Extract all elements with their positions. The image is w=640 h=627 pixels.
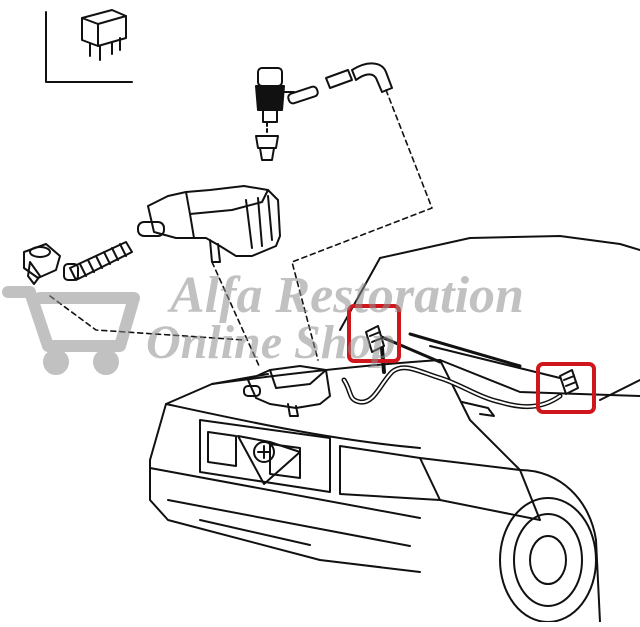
left-washer-nozzle (365, 325, 385, 353)
hose-connector (287, 62, 393, 105)
filler-neck (63, 241, 133, 281)
filler-cap (23, 243, 61, 285)
left-nozzle-highlight (347, 304, 401, 363)
shopping-cart-icon (2, 286, 140, 375)
grille-badge (237, 435, 301, 485)
watermark-line1: Alfa Restoration (167, 267, 524, 324)
leader-lines (49, 89, 433, 369)
washer-reservoir (137, 185, 281, 263)
right-nozzle-highlight (536, 362, 596, 414)
car-body (149, 235, 640, 623)
watermark: Alfa Restoration Online Shop (2, 267, 524, 375)
mounted-reservoir (243, 365, 331, 417)
washer-pump (255, 67, 295, 123)
relay-inset (45, 9, 133, 83)
watermark-line2: Online Shop (146, 316, 395, 369)
right-washer-nozzle (559, 369, 579, 395)
pump-grommet (255, 121, 279, 161)
front-wheel (499, 497, 597, 623)
